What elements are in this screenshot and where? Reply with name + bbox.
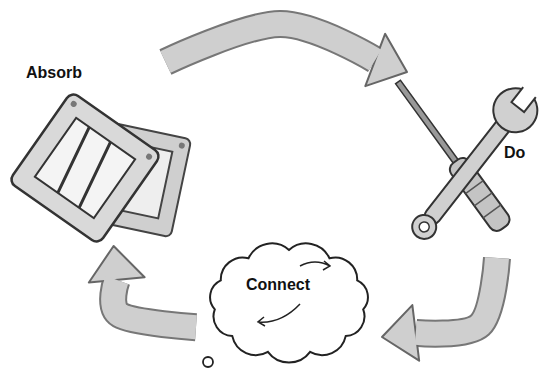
swirl-arrow (258, 304, 300, 326)
icon-node: Absorb (8, 62, 200, 246)
node-label: Absorb (26, 64, 82, 82)
cloud-shape (210, 243, 368, 362)
node-label: Do (504, 144, 525, 162)
cloud-bubble (203, 357, 213, 367)
cycle-arrow (382, 258, 497, 361)
arrow-outline (165, 24, 375, 62)
arrow-body (416, 258, 497, 334)
arrow-body (113, 280, 196, 327)
swirl-arrow (300, 261, 330, 270)
cloud-node: Connect (196, 232, 382, 372)
picture-frame-icon (8, 91, 161, 244)
cycle-arrow (165, 24, 407, 86)
arrow-outline (416, 258, 497, 334)
cloud-outline (196, 232, 382, 372)
wrench-icon (399, 70, 553, 250)
screwdriver-icon (389, 76, 513, 235)
arrow-body (165, 24, 375, 62)
arrow-head (382, 305, 419, 361)
cycle-arrow (89, 246, 196, 327)
icon-node: Do (392, 72, 542, 258)
arrow-outline (113, 280, 196, 327)
arrow-head (89, 246, 145, 282)
node-label: Connect (246, 276, 310, 294)
